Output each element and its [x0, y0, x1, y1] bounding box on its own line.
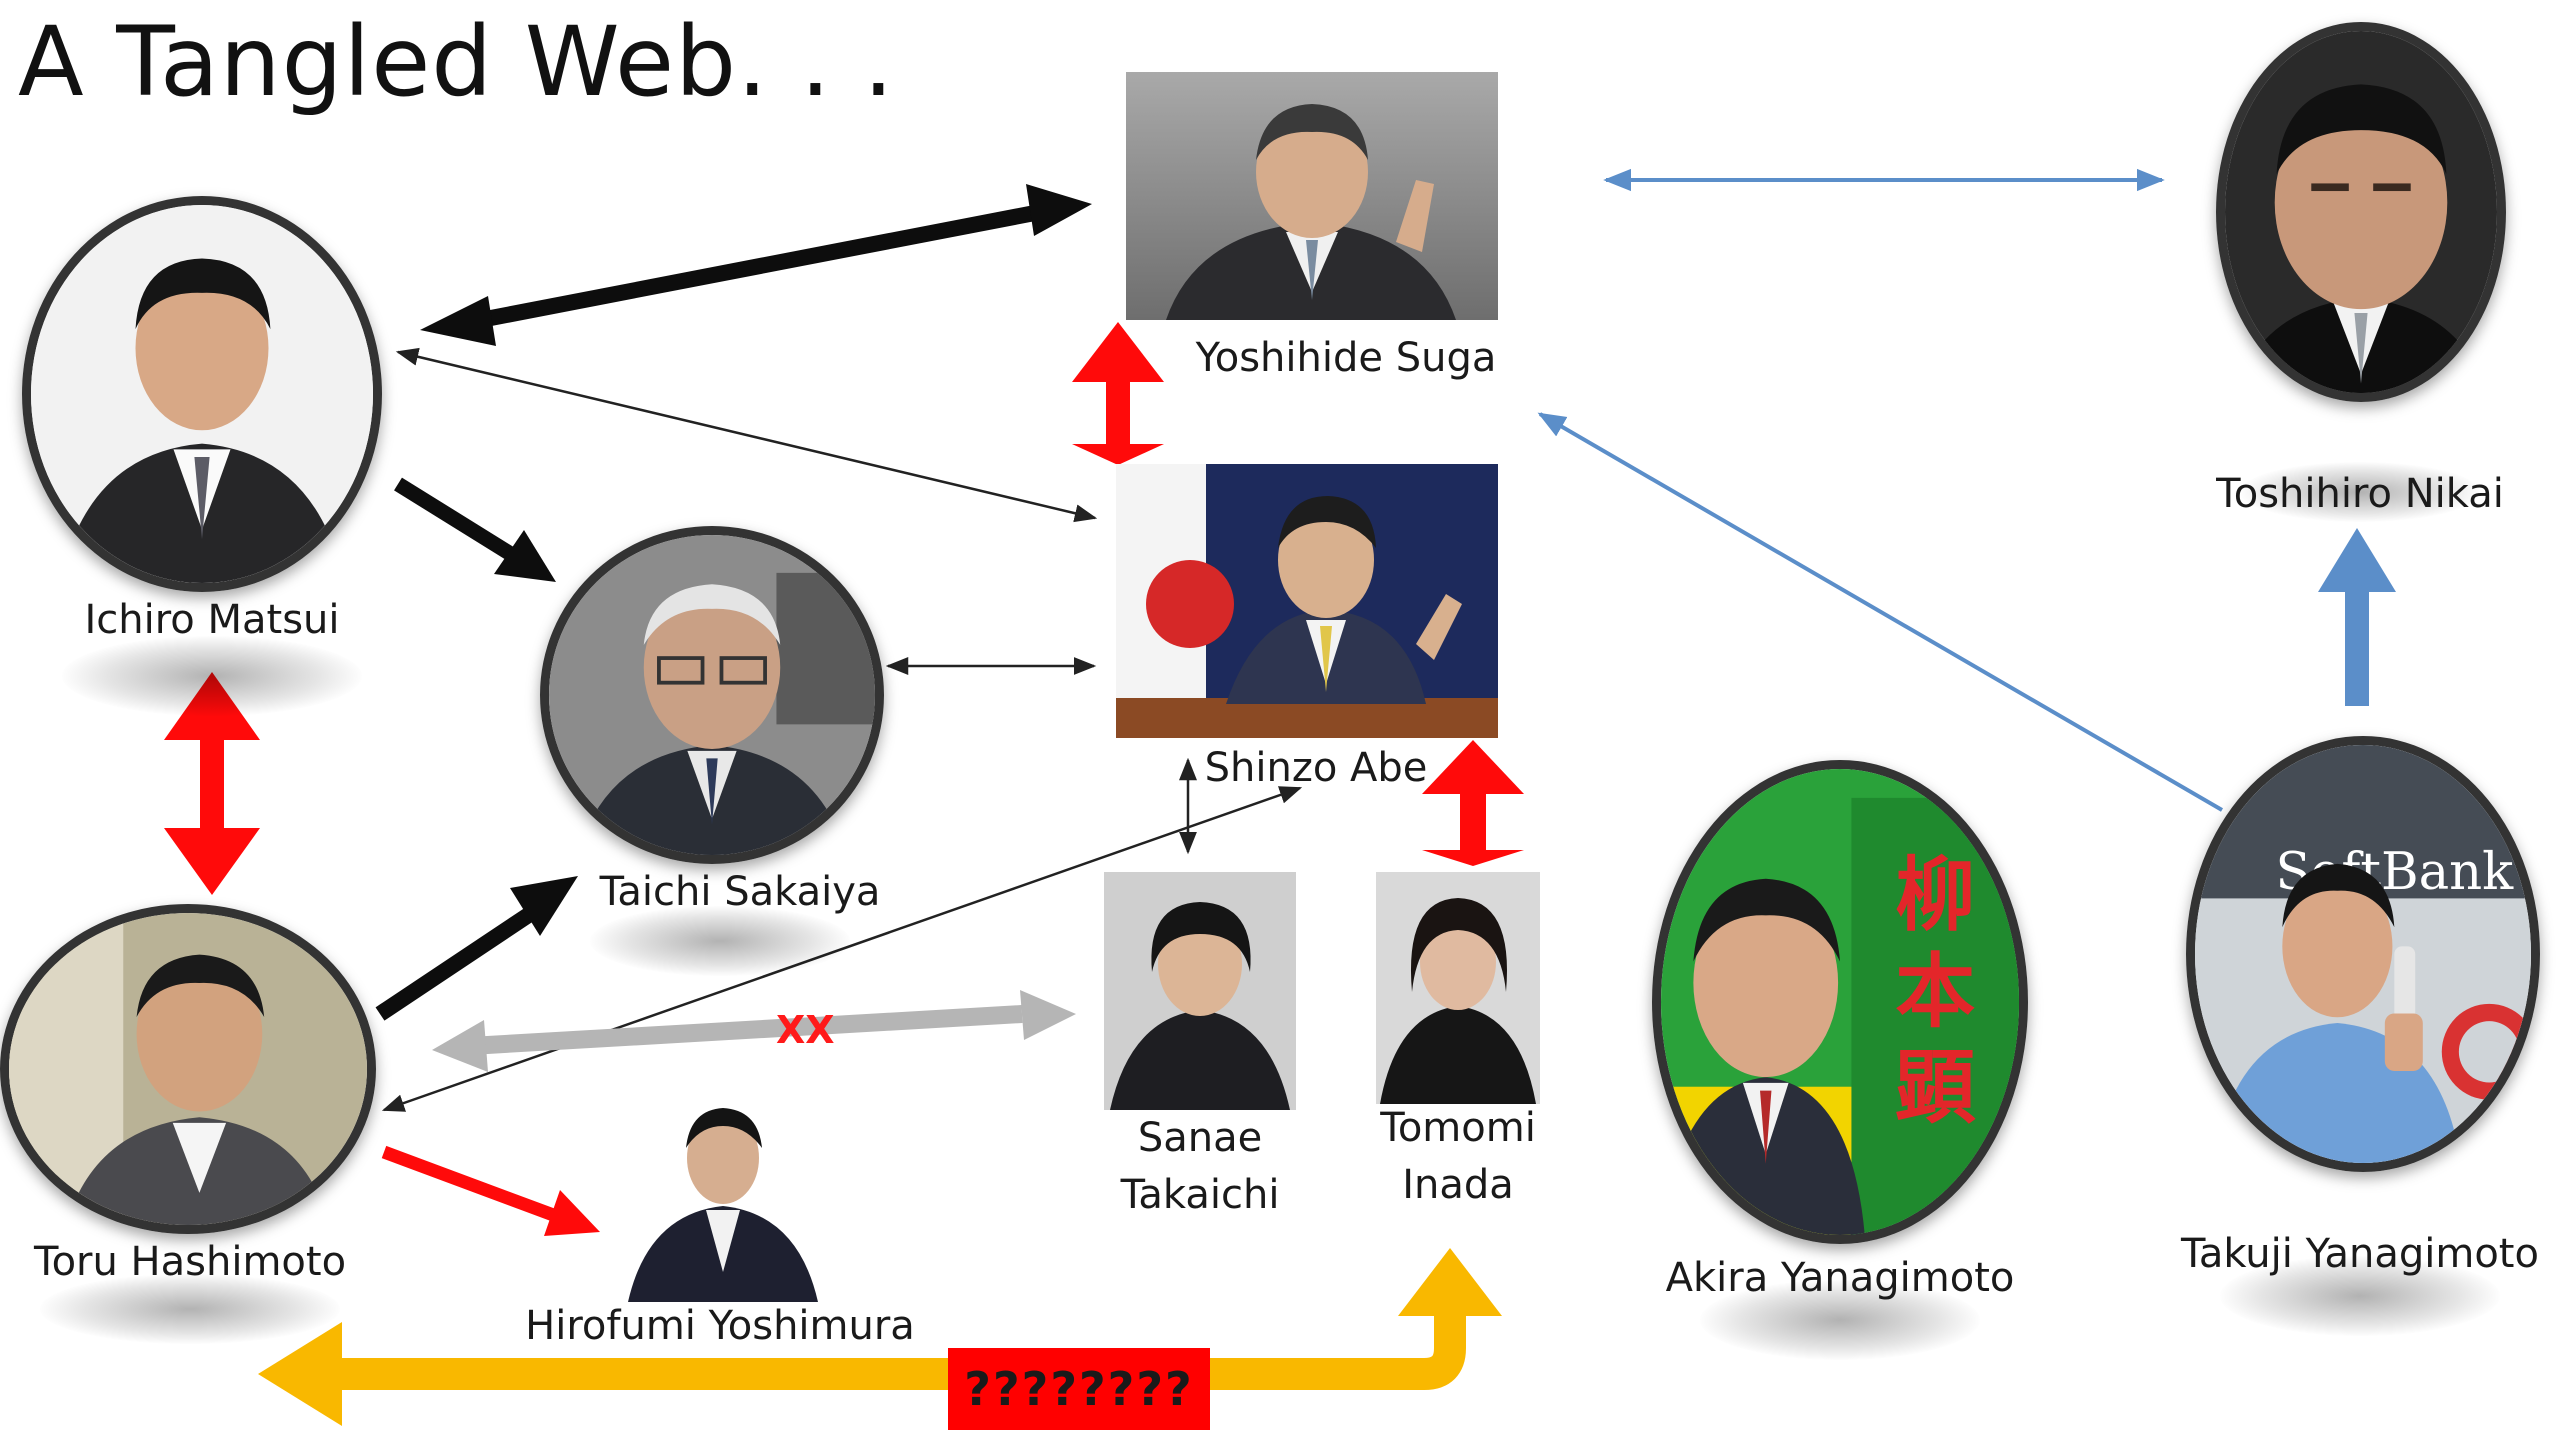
edge-matsui-suga	[420, 184, 1092, 346]
node-nikai[interactable]: Toshihiro Nikai	[2210, 22, 2510, 522]
nikai-shadow	[2240, 462, 2480, 522]
edge-suga-takuji	[1537, 412, 2224, 812]
akira-photo: 柳 本 顕	[1652, 760, 2028, 1244]
question-box: ????????	[948, 1348, 1210, 1430]
person-portrait-icon	[2225, 31, 2497, 393]
node-takuji[interactable]: SoftBank Takuji Yanagimoto	[2160, 736, 2560, 1336]
suga-label: Yoshihide Suga	[1195, 335, 1497, 381]
nikai-photo	[2216, 22, 2506, 402]
node-abe[interactable]: Shinzo Abe	[1116, 464, 1498, 804]
person-portrait-icon	[549, 535, 875, 855]
edge-matsui-hashimoto	[164, 672, 260, 895]
xx-mark: XX	[776, 1008, 835, 1052]
edge-hashimoto-takaichi	[432, 990, 1076, 1072]
hashimoto-label: Toru Hashimoto	[33, 1239, 347, 1285]
edge-inada-hashimoto-question	[258, 1248, 1502, 1426]
campaign-poster-icon: 柳 本 顕	[1661, 769, 2019, 1235]
node-sakaiya[interactable]: Taichi Sakaiya	[540, 526, 920, 976]
akira-shadow	[1700, 1280, 1980, 1360]
edge-matsui-abe	[395, 347, 1098, 523]
takuji-photo: SoftBank	[2186, 736, 2540, 1172]
person-portrait-icon	[31, 205, 373, 583]
node-takaichi[interactable]: Sanae Takaichi	[1104, 872, 1304, 1232]
edge-abe-inada	[1422, 740, 1524, 866]
person-portrait-icon	[1104, 872, 1296, 1110]
node-yoshimura[interactable]: Hirofumi Yoshimura	[510, 1096, 930, 1356]
person-portrait-icon	[618, 1096, 828, 1302]
node-hashimoto[interactable]: Toru Hashimoto	[0, 904, 380, 1344]
matsui-photo	[22, 196, 382, 592]
takaichi-label: Sanae Takaichi	[1120, 1115, 1280, 1218]
abe-label: Shinzo Abe	[1204, 745, 1428, 791]
node-matsui[interactable]: Ichiro Matsui	[22, 196, 402, 716]
edge-takuji-nikai	[2318, 528, 2396, 706]
hashimoto-photo	[0, 904, 376, 1234]
edge-hashimoto-abe	[381, 786, 1303, 1112]
sakaiya-label: Taichi Sakaiya	[599, 869, 881, 915]
node-akira[interactable]: 柳 本 顕 Akira Yanagimoto	[1640, 760, 2040, 1360]
hashimoto-shadow	[40, 1274, 340, 1344]
person-portrait-icon: SoftBank	[2195, 745, 2531, 1163]
poster-char-1: 柳	[1895, 848, 1975, 943]
takuji-label: Takuji Yanagimoto	[2181, 1231, 2539, 1277]
takuji-shadow	[2220, 1256, 2500, 1336]
yoshimura-label: Hirofumi Yoshimura	[525, 1303, 915, 1349]
matsui-shadow	[62, 636, 362, 716]
edge-hashimoto-sakaiya	[375, 876, 578, 1021]
poster-char-3: 顕	[1895, 1040, 1976, 1135]
person-portrait-icon	[1126, 72, 1498, 320]
poster-char-2: 本	[1895, 944, 1975, 1039]
person-portrait-icon	[9, 913, 367, 1225]
sakaiya-shadow	[590, 906, 850, 976]
node-inada[interactable]: Tomomi Inada	[1376, 872, 1576, 1222]
matsui-label: Ichiro Matsui	[84, 597, 340, 643]
edge-suga-abe	[1072, 322, 1164, 465]
nikai-label: Toshihiro Nikai	[2216, 471, 2504, 517]
inada-label: Tomomi Inada	[1380, 1105, 1536, 1208]
takaichi-photo	[1104, 872, 1296, 1110]
sakaiya-photo	[540, 526, 884, 864]
suga-photo	[1126, 72, 1498, 320]
yoshimura-photo	[618, 1096, 828, 1302]
person-portrait-icon	[1376, 872, 1540, 1104]
edge-hashimoto-yoshimura	[381, 1145, 600, 1236]
edge-matsui-sakaiya	[394, 477, 556, 582]
akira-label: Akira Yanagimoto	[1665, 1255, 2015, 1301]
inada-photo	[1376, 872, 1540, 1104]
page-title: A Tangled Web. . .	[18, 6, 895, 118]
person-portrait-icon	[1116, 464, 1498, 738]
abe-photo	[1116, 464, 1498, 738]
node-suga[interactable]: Yoshihide Suga	[1126, 72, 1498, 381]
